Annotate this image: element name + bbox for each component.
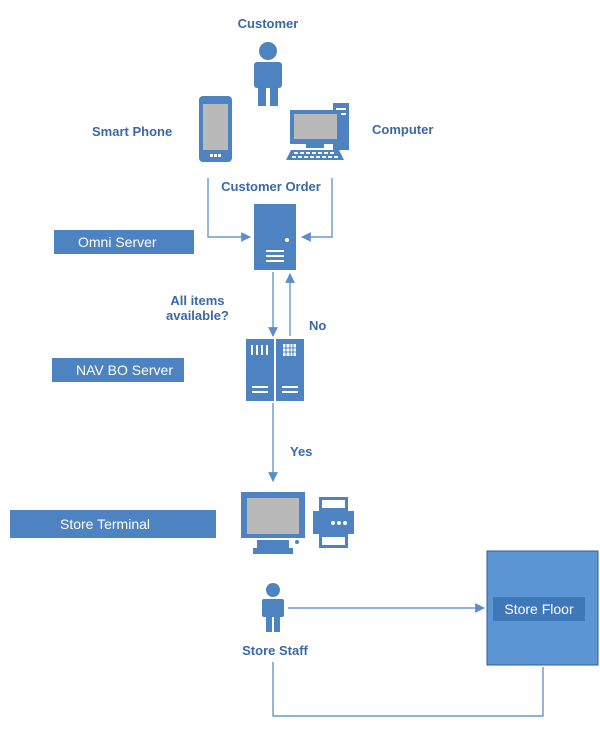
phone-to-server-connector [207, 178, 251, 242]
customer-label: Customer [237, 16, 299, 31]
nav-bo-server-icon [246, 339, 304, 401]
computer-to-server-connector [301, 178, 333, 242]
store-floor-tag: Store Floor [493, 597, 585, 621]
printer-icon [313, 497, 354, 548]
smart-phone-label: Smart Phone [92, 124, 173, 139]
store-terminal-tag: Store Terminal [10, 510, 216, 538]
question-line-2: available? [166, 308, 229, 323]
customer-order-label: Customer Order [221, 179, 321, 194]
store-staff-icon [262, 583, 284, 632]
computer-label: Computer [372, 122, 434, 137]
yes-label: Yes [290, 444, 313, 459]
computer-icon [286, 103, 349, 160]
question-line-1: All items [170, 293, 225, 308]
all-items-available-label: All items available? [166, 293, 229, 323]
smart-phone-icon [199, 96, 232, 162]
nav-bo-server-tag: NAV BO Server [52, 358, 184, 382]
omni-server-tag: Omni Server [54, 230, 194, 254]
no-label: No [309, 318, 327, 333]
store-terminal-monitor-icon [241, 492, 305, 554]
customer-icon [254, 42, 282, 106]
store-staff-label: Store Staff [242, 643, 308, 658]
omni-server-icon [254, 204, 296, 270]
floor-to-staff-return-connector [272, 662, 544, 717]
